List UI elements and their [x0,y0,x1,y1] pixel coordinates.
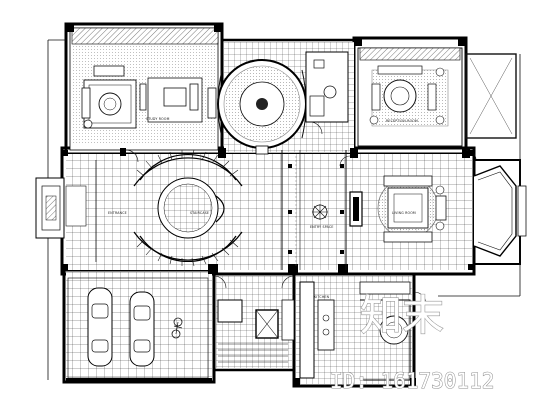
watermark-brand: 知末 [360,291,444,340]
bay-window [473,165,527,257]
room-label-entrance: ENTRANCE [108,211,127,215]
entry-space: ENTRY SPACE [295,156,334,266]
facade-columns [62,24,474,386]
kitchen: KITCHEN [299,281,411,381]
reception-room: RECEPTION ROOM [357,47,463,147]
room-label-study: STUDY ROOM [146,117,170,121]
interior-walls [95,148,470,274]
entrance: ENTRANCE [35,177,127,239]
room-label-reception: RECEPTION ROOM [386,119,418,123]
service-core [217,299,295,363]
powder-room [305,51,349,135]
room-label-staircase: STAIRCASE [190,211,209,215]
room-label-living: LIVING ROOM [392,211,416,215]
watermark-id: ID: 161730112 [330,369,494,393]
room-label-kitchen: KITCHEN [314,295,330,299]
rotunda [217,59,307,155]
living-room: LIVING ROOM [349,175,447,243]
staircase: STAIRCASE [133,149,243,267]
room-label-entry-space: ENTRY SPACE [310,225,334,229]
garage [66,277,212,382]
watermark: 知末 ID: 161730112 [330,290,495,393]
study-room: STUDY ROOM [69,27,219,151]
